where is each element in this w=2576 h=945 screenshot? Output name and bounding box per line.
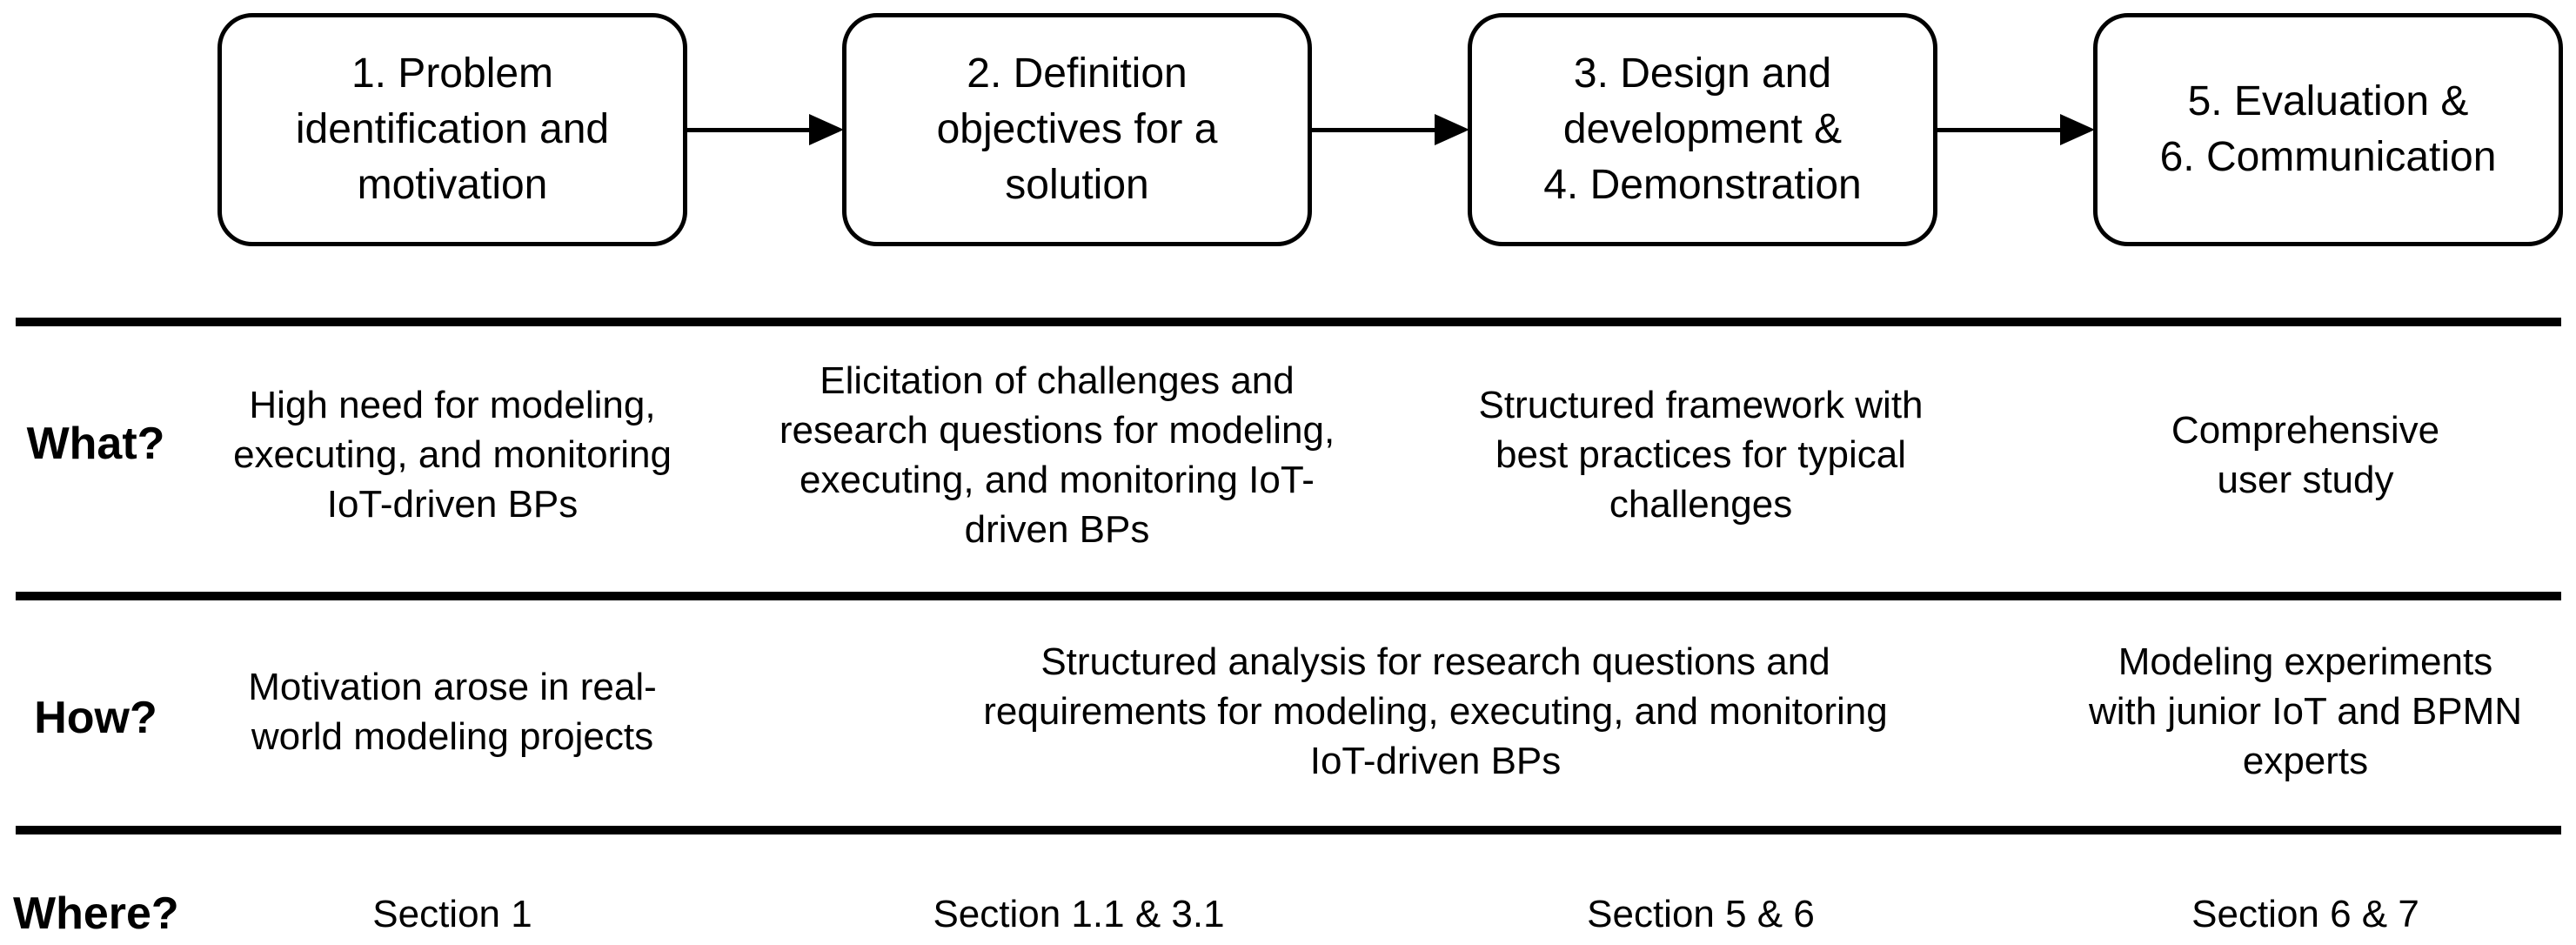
- how-cell-2: Structured analysis for research questio…: [983, 640, 1888, 782]
- step-box-1: 1. Problem identification and motivation: [217, 13, 687, 246]
- divider-top: [16, 318, 2561, 326]
- divider-bottom: [16, 826, 2561, 834]
- where-cell-1: Section 1: [372, 892, 532, 935]
- row-label-where: Where?: [13, 888, 179, 939]
- arrow-step3-to-step4: [1937, 114, 2095, 145]
- arrow-step1-to-step2: [687, 114, 844, 145]
- row-label-how: How?: [34, 693, 157, 743]
- where-cell-4: Section 6 & 7: [2191, 892, 2419, 935]
- what-cell-4: Comprehensive user study: [2171, 408, 2440, 501]
- row-label-what: What?: [26, 419, 165, 469]
- how-cell-3: Modeling experiments with junior IoT and…: [2088, 640, 2523, 782]
- what-cell-2: Elicitation of challenges and research q…: [779, 359, 1335, 551]
- how-cell-1: Motivation arose in real- world modeling…: [248, 665, 657, 758]
- arrow-step2-to-step3: [1312, 114, 1469, 145]
- step-box-4: 5. Evaluation & 6. Communication: [2093, 13, 2563, 246]
- divider-middle: [16, 592, 2561, 600]
- what-cell-3: Structured framework with best practices…: [1478, 384, 1924, 526]
- step-box-3: 3. Design and development & 4. Demonstra…: [1468, 13, 1937, 246]
- step-box-2: 2. Definition objectives for a solution: [842, 13, 1312, 246]
- what-cell-1: High need for modeling, executing, and m…: [233, 384, 672, 526]
- where-cell-3: Section 5 & 6: [1587, 892, 1815, 935]
- where-cell-2: Section 1.1 & 3.1: [933, 892, 1225, 935]
